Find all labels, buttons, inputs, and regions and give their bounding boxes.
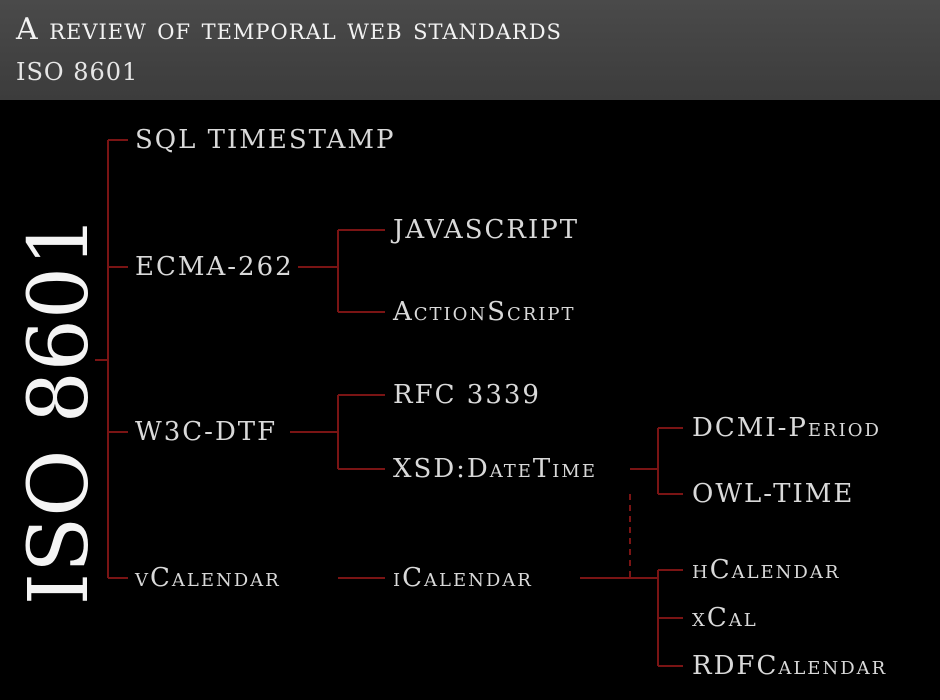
- root-label: ISO 8601: [12, 214, 107, 606]
- header-bar: A review of temporal web standards ISO 8…: [0, 0, 940, 100]
- node-vcalendar: vCalendar: [135, 563, 281, 593]
- node-hcalendar: hCalendar: [692, 555, 841, 585]
- page-title: A review of temporal web standards: [16, 12, 562, 47]
- node-xsd-datetime: XSD:DateTime: [393, 454, 597, 484]
- node-rdfcalendar: RDFCalendar: [692, 651, 888, 681]
- node-rfc-3339: RFC 3339: [393, 380, 541, 410]
- node-actionscript: ActionScript: [393, 297, 576, 327]
- node-xcal: xCal: [692, 603, 758, 633]
- node-ecma-262: ECMA-262: [135, 252, 294, 282]
- node-w3c-dtf: W3C-DTF: [135, 417, 278, 447]
- root-node: ISO 8601: [10, 215, 110, 606]
- node-dcmi-period: DCMI-Period: [692, 413, 881, 443]
- node-javascript: JAVASCRIPT: [393, 215, 580, 245]
- page-subtitle: ISO 8601: [16, 58, 139, 86]
- node-sql-timestamp: SQL TIMESTAMP: [135, 125, 396, 155]
- node-icalendar: iCalendar: [393, 563, 533, 593]
- node-owl-time: OWL-TIME: [692, 479, 855, 509]
